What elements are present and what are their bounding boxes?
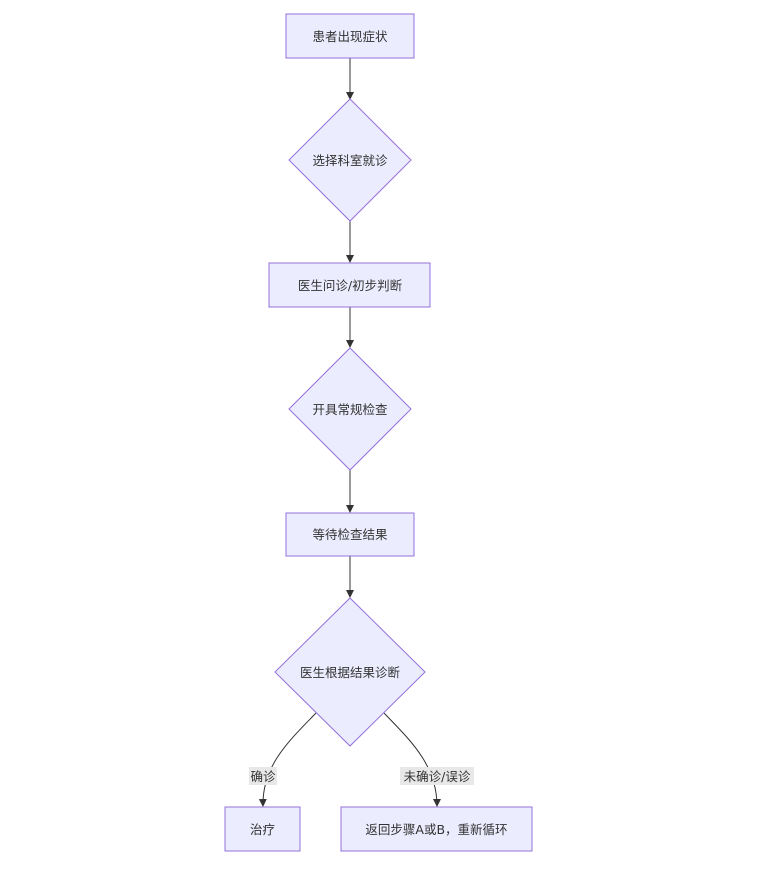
node-wait-results: 等待检查结果 xyxy=(285,512,415,557)
node-choose-department: 选择科室就诊 xyxy=(288,98,412,222)
edges xyxy=(258,58,441,807)
node-treatment-label: 治疗 xyxy=(250,822,275,837)
edge-label-confirmed-text: 确诊 xyxy=(250,769,276,784)
edge-label-not-confirmed: 未确诊/误诊 xyxy=(400,767,474,785)
node-consultation: 医生问诊/初步判断 xyxy=(268,262,431,308)
node-consultation-label: 医生问诊/初步判断 xyxy=(298,278,402,293)
node-symptom-label: 患者出现症状 xyxy=(312,29,388,44)
node-choose-department-label: 选择科室就诊 xyxy=(312,153,388,168)
node-symptom: 患者出现症状 xyxy=(285,13,415,59)
edge-label-confirmed: 确诊 xyxy=(249,767,277,785)
node-order-tests-label: 开具常规检查 xyxy=(312,402,388,417)
node-order-tests: 开具常规检查 xyxy=(288,347,412,471)
node-return-step-label: 返回步骤A或B，重新循环 xyxy=(365,822,507,837)
edge-diagnose-to-treatment xyxy=(258,712,317,807)
node-treatment: 治疗 xyxy=(224,806,301,852)
node-diagnose: 医生根据结果诊断 xyxy=(274,597,426,747)
node-diagnose-label: 医生根据结果诊断 xyxy=(300,665,400,680)
edge-diagnose-to-return xyxy=(383,712,441,807)
edge-label-not-confirmed-text: 未确诊/误诊 xyxy=(404,769,471,784)
node-return-step: 返回步骤A或B，重新循环 xyxy=(340,806,533,852)
node-wait-results-label: 等待检查结果 xyxy=(312,527,388,542)
